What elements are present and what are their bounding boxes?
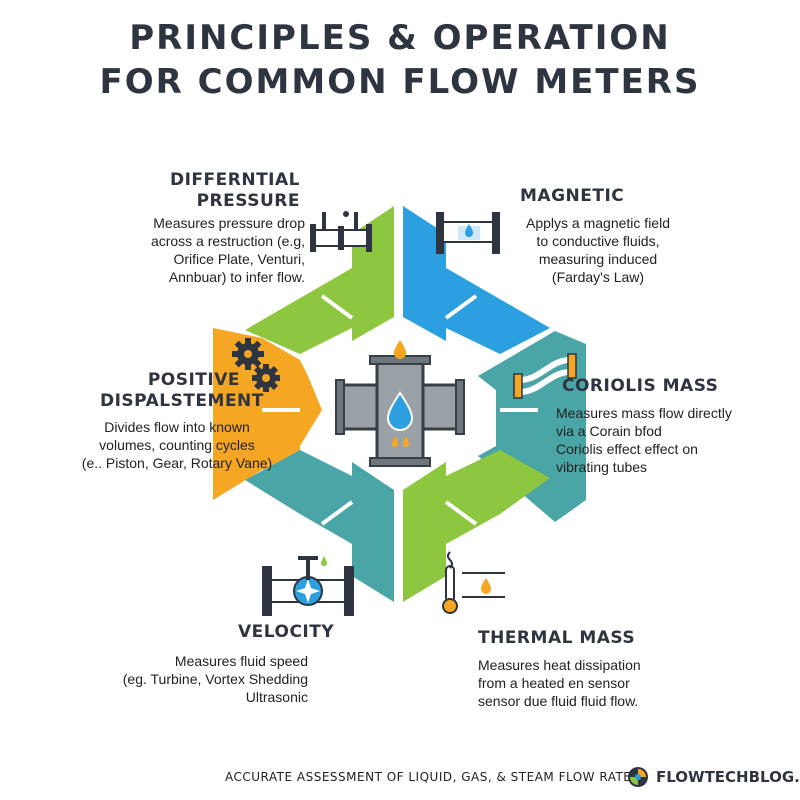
brand-name: FLOWTECHBLOG.COM <box>656 768 800 786</box>
heading-magnetic-line-1: MAGNETIC <box>520 186 625 206</box>
desc-velocity-line: Ultrasonic <box>245 689 308 705</box>
brand[interactable]: FLOWTECHBLOG.COM <box>626 765 800 789</box>
desc-velocity-line: (eg. Turbine, Vortex Shedding <box>122 671 308 687</box>
desc-coriolis-line: via a Corain bfod <box>556 423 662 439</box>
desc-magnetic-line: (Farday's Law) <box>551 269 645 285</box>
desc-thermal-line: from a heated en sensor <box>478 675 630 691</box>
desc-thermal-mass: Measures heat dissipation from a heated … <box>478 656 641 710</box>
desc-coriolis-mass: Measures mass flow directly via a Corain… <box>556 404 732 476</box>
heading-coriolis-mass: CORIOLIS MASS <box>562 376 718 397</box>
desc-thermal-line: sensor due fluid fluid flow. <box>478 693 639 709</box>
desc-positive-line: (e.. Piston, Gear, Rotary Vane) <box>81 455 273 471</box>
desc-differential-line: Orifice Plate, Venturi, <box>173 251 305 267</box>
flowtech-logo-icon <box>628 767 648 787</box>
heading-positive-line-2: DISPALSTEMENT <box>100 391 264 411</box>
desc-differential-line: across a restruction (e.g, <box>150 233 305 249</box>
page-title-line-1: PRINCIPLES & OPERATION <box>129 18 671 58</box>
segment-thermal-mass <box>403 450 550 602</box>
gears-icon <box>232 338 280 392</box>
desc-coriolis-line: vibrating tubes <box>556 459 648 475</box>
turbine-pipe-icon <box>262 556 354 616</box>
orifice-pipe-icon <box>310 211 372 252</box>
heading-thermal-mass: THERMAL MASS <box>478 628 635 649</box>
desc-magnetic-line: to conductive fluids, <box>536 233 660 249</box>
heading-differential-line-2: PRESSURE <box>196 191 300 211</box>
page-title-line-2: FOR COMMON FLOW METERS <box>99 62 701 102</box>
heading-velocity: VELOCITY <box>238 622 334 643</box>
desc-coriolis-line: Measures mass flow directly <box>556 405 732 421</box>
desc-magnetic: Applys a magnetic field to conductive fl… <box>508 214 688 286</box>
desc-coriolis-line: Coriolis effect effect on <box>556 441 698 457</box>
desc-magnetic-line: Applys a magnetic field <box>526 215 670 231</box>
desc-positive-line: Divides flow into known <box>104 419 250 435</box>
pipe-cross-droplet-icon <box>335 340 465 467</box>
heading-differential-line-1: DIFFERNTIAL <box>169 170 300 190</box>
heading-differential-pressure: DIFFERNTIAL PRESSURE <box>160 170 300 212</box>
thermometer-icon <box>442 551 505 614</box>
footer-caption: ACCURATE ASSESSMENT OF LIQUID, GAS, & ST… <box>225 770 640 784</box>
desc-thermal-line: Measures heat dissipation <box>478 657 641 673</box>
segment-velocity <box>245 450 394 602</box>
heading-thermal-line-1: THERMAL MASS <box>478 628 636 648</box>
coriolis-tube-icon <box>513 353 577 399</box>
heading-velocity-line-1: VELOCITY <box>238 622 335 642</box>
heading-positive-line-1: POSITIVE <box>147 370 240 390</box>
separator-upper-left <box>320 294 354 320</box>
separator-lower-left <box>320 500 354 526</box>
separator-lower-right <box>444 500 478 526</box>
desc-positive-line: volumes, counting cycles <box>99 437 255 453</box>
heading-positive-displacement: POSITIVE DISPALSTEMENT <box>100 370 264 412</box>
desc-velocity-line: Measures fluid speed <box>174 653 308 669</box>
heading-coriolis-line-1: CORIOLIS MASS <box>562 376 719 396</box>
desc-positive-displacement: Divides flow into known volumes, countin… <box>68 418 286 472</box>
magnetic-pipe-icon <box>436 212 500 254</box>
desc-magnetic-line: measuring induced <box>538 251 658 267</box>
desc-differential-pressure: Measures pressure drop across a restruct… <box>100 214 305 286</box>
desc-differential-line: Measures pressure drop <box>153 215 305 231</box>
desc-differential-line: Annbuar) to infer flow. <box>168 269 305 285</box>
heading-magnetic: MAGNETIC <box>520 186 624 207</box>
separator-upper-right <box>444 294 478 320</box>
desc-velocity: Measures fluid speed (eg. Turbine, Vorte… <box>100 652 308 706</box>
